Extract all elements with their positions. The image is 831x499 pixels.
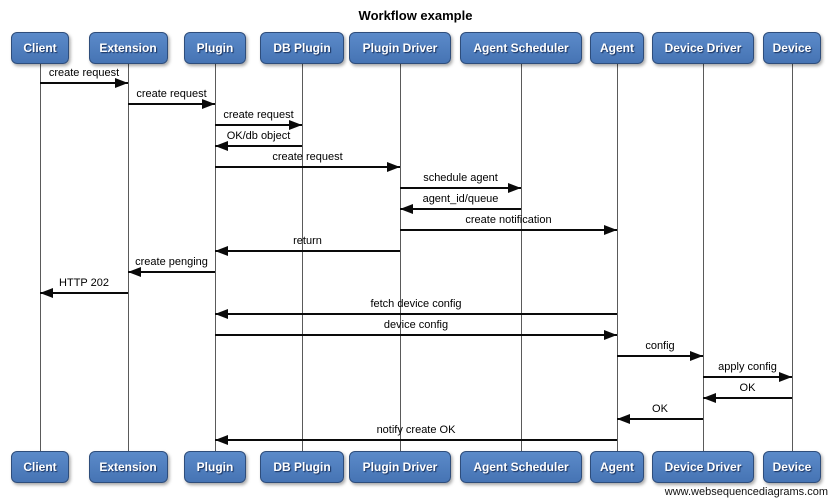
message-arrowhead-left (400, 204, 413, 214)
message-line-http-202 (40, 292, 128, 294)
participant-box-db-plugin-top: DB Plugin (260, 32, 344, 64)
lifeline-db-plugin (302, 63, 303, 451)
message-arrowhead-right (779, 372, 792, 382)
diagram-title: Workflow example (358, 8, 473, 23)
message-label: OK (652, 403, 668, 415)
message-label: notify create OK (376, 424, 456, 436)
lifeline-agent-scheduler (521, 63, 522, 451)
message-arrowhead-right (604, 225, 617, 235)
message-label: create request (272, 151, 343, 163)
message-line-ok-db-object (215, 145, 302, 147)
message-label: OK/db object (226, 130, 291, 142)
message-arrowhead-left (128, 267, 141, 277)
participant-box-agent-scheduler-top: Agent Scheduler (460, 32, 582, 64)
lifeline-plugin (215, 63, 216, 451)
message-line-notify-create-ok (215, 439, 617, 441)
message-label: create notification (465, 214, 552, 226)
message-arrowhead-left (703, 393, 716, 403)
message-line-agent-id-queue (400, 208, 521, 210)
message-arrowhead-left (215, 309, 228, 319)
message-arrowhead-left (617, 414, 630, 424)
message-line-create-request (215, 124, 302, 126)
participant-box-extension-top: Extension (88, 32, 168, 64)
lifeline-extension (128, 63, 129, 451)
participant-box-plugin-top: Plugin (184, 32, 246, 64)
participant-box-client-top: Client (11, 32, 69, 64)
message-arrowhead-left (215, 246, 228, 256)
message-line-create-penging (128, 271, 215, 273)
message-line-schedule-agent (400, 187, 521, 189)
participant-box-agent-scheduler-bottom: Agent Scheduler (460, 451, 582, 483)
participant-box-plugin-bottom: Plugin (184, 451, 246, 483)
message-line-return (215, 250, 400, 252)
watermark-text: www.websequencediagrams.com (664, 486, 828, 498)
message-label: config (645, 340, 675, 352)
message-label: OK (739, 382, 756, 394)
message-line-ok (703, 397, 792, 399)
participant-box-plugin-driver-bottom: Plugin Driver (349, 451, 451, 483)
message-arrowhead-right (115, 78, 128, 88)
message-arrowhead-right (690, 351, 703, 361)
message-arrowhead-right (604, 330, 617, 340)
message-line-fetch-device-config (215, 313, 617, 315)
participant-box-device-driver-bottom: Device Driver (652, 451, 754, 483)
participant-box-agent-bottom: Agent (590, 451, 644, 483)
message-label: return (293, 235, 322, 247)
participant-box-agent-top: Agent (590, 32, 644, 64)
lifeline-plugin-driver (400, 63, 401, 451)
participant-box-plugin-driver-top: Plugin Driver (349, 32, 451, 64)
lifeline-client (40, 63, 41, 451)
participant-box-db-plugin-bottom: DB Plugin (260, 451, 344, 483)
message-label: create request (48, 67, 120, 79)
message-label: agent_id/queue (422, 193, 499, 205)
message-label: apply config (718, 361, 777, 373)
message-line-config (617, 355, 703, 357)
message-label: create request (223, 109, 294, 121)
message-label: device config (383, 319, 449, 331)
message-line-apply-config (703, 376, 792, 378)
message-label: fetch device config (370, 298, 462, 310)
participant-box-device-driver-top: Device Driver (652, 32, 754, 64)
message-label: create penging (135, 256, 208, 268)
message-line-create-notification (400, 229, 617, 231)
message-label: schedule agent (423, 172, 498, 184)
participant-box-device-top: Device (763, 32, 821, 64)
message-arrowhead-right (387, 162, 400, 172)
lifeline-device-driver (703, 63, 704, 451)
message-arrowhead-left (40, 288, 53, 298)
participant-box-client-bottom: Client (11, 451, 69, 483)
message-arrowhead-left (215, 141, 228, 151)
participant-box-device-bottom: Device (763, 451, 821, 483)
message-line-create-request (215, 166, 400, 168)
message-arrowhead-right (289, 120, 302, 130)
participant-box-extension-bottom: Extension (88, 451, 168, 483)
message-arrowhead-left (215, 435, 228, 445)
message-label: HTTP 202 (59, 277, 109, 289)
lifeline-agent (617, 63, 618, 451)
message-line-create-request (40, 82, 128, 84)
message-line-create-request (128, 103, 215, 105)
lifeline-device (792, 63, 793, 451)
message-arrowhead-right (202, 99, 215, 109)
message-line-ok (617, 418, 703, 420)
message-line-device-config (215, 334, 617, 336)
message-arrowhead-right (508, 183, 521, 193)
message-label: create request (136, 88, 207, 100)
